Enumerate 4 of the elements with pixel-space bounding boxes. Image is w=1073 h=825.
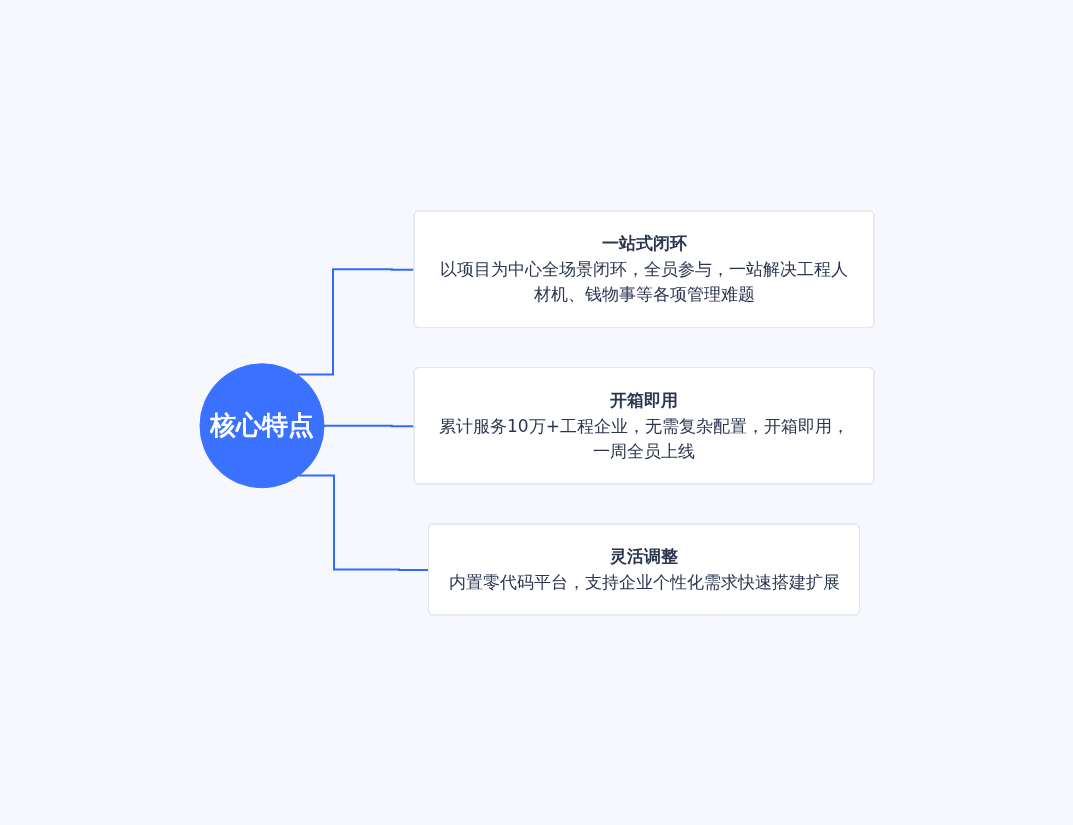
connector bbox=[295, 267, 415, 376]
node-circle: 核心特点 bbox=[199, 362, 324, 488]
connector bbox=[297, 474, 430, 571]
connector bbox=[322, 424, 415, 427]
